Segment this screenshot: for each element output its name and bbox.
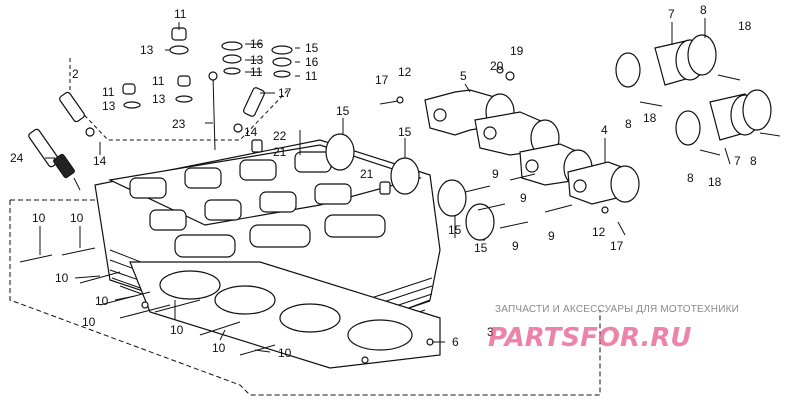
upper-left-bracket: [69, 58, 291, 141]
callout-label: 10: [55, 271, 69, 285]
callout-label: 11: [152, 74, 165, 88]
tappet-adjuster: [59, 91, 95, 137]
insulators-and-clamps: [615, 34, 781, 156]
callout-label: 7: [734, 154, 741, 168]
callout-label: 22: [273, 129, 287, 143]
callout-label: 9: [512, 239, 519, 253]
callout-label: 3: [487, 325, 494, 339]
callout-label: 11: [305, 69, 318, 83]
callout-label: 2: [72, 67, 79, 81]
head-group-bracket: [9, 200, 601, 396]
callout-label: 15: [398, 125, 412, 139]
callout-label: 8: [625, 117, 632, 131]
callout-label: 15: [448, 223, 462, 237]
callout-labels: 11 13 16 15 13 11 16 11 13 2 11 13 11 13…: [10, 3, 757, 360]
callout-label: 12: [398, 65, 412, 79]
callout-label: 9: [548, 229, 555, 243]
callout-label: 18: [738, 19, 752, 33]
callout-label: 12: [592, 225, 606, 239]
callout-label: 11: [174, 7, 187, 21]
callout-label: 15: [336, 104, 350, 118]
callout-label: 10: [32, 211, 46, 225]
callout-label: 13: [152, 92, 166, 106]
watermark: ЗАПЧАСТИ И АКСЕССУАРЫ ДЛЯ МОТОТЕХНИКИ PA…: [488, 304, 739, 353]
callout-label: 13: [102, 99, 116, 113]
callout-label: 4: [601, 123, 608, 137]
o-rings: [325, 133, 495, 241]
callout-label: 9: [520, 191, 527, 205]
callout-label: 21: [273, 145, 287, 159]
callout-label: 17: [375, 73, 389, 87]
callout-label: 8: [700, 3, 707, 17]
watermark-logo: PARTSFOR.RU: [488, 323, 691, 353]
callout-label: 16: [250, 37, 264, 51]
callout-label: 8: [687, 171, 694, 185]
callout-label: 19: [510, 44, 524, 58]
callout-label: 23: [172, 117, 186, 131]
manifold-studs: [379, 66, 626, 236]
leader-lines: [39, 18, 731, 353]
callout-label: 7: [668, 7, 675, 21]
cam-bearing-caps: [129, 151, 386, 258]
callout-label: 11: [250, 65, 263, 79]
callout-label: 15: [305, 41, 319, 55]
callout-label: 14: [93, 154, 107, 168]
callout-label: 14: [244, 125, 258, 139]
callout-label: 18: [643, 111, 657, 125]
callout-label: 17: [278, 86, 292, 100]
callout-label: 20: [490, 59, 504, 73]
callout-label: 21: [360, 167, 374, 181]
callout-label: 10: [82, 315, 96, 329]
callout-label: 6: [452, 335, 459, 349]
callout-label: 5: [460, 69, 467, 83]
callout-label: 24: [10, 151, 24, 165]
callout-label: 13: [250, 53, 264, 67]
intake-manifolds: [424, 89, 640, 205]
spark-plug: [28, 128, 81, 191]
callout-label: 10: [170, 323, 184, 337]
callout-label: 10: [95, 294, 109, 308]
callout-label: 10: [212, 341, 226, 355]
callout-label: 9: [492, 167, 499, 181]
callout-label: 16: [305, 55, 319, 69]
callout-label: 10: [278, 346, 292, 360]
callout-label: 15: [474, 241, 488, 255]
callout-label: 13: [140, 43, 154, 57]
callout-label: 17: [610, 239, 624, 253]
callout-label: 10: [70, 211, 84, 225]
head-gasket: [129, 261, 441, 369]
callout-label: 8: [750, 154, 757, 168]
callout-label: 18: [708, 175, 722, 189]
callout-label: 11: [102, 85, 115, 99]
watermark-caption: ЗАПЧАСТИ И АКСЕССУАРЫ ДЛЯ МОТОТЕХНИКИ: [495, 304, 739, 315]
